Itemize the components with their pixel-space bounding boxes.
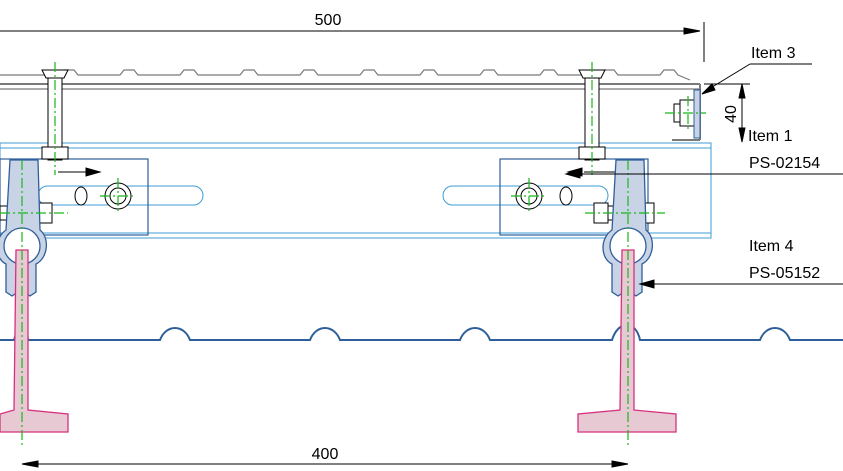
callout-item3-title: Item 3 [751, 45, 796, 62]
callout-item1-code: PS-02154 [749, 155, 820, 172]
dimension-arrow-icon [683, 27, 701, 35]
seam-clamps [0, 159, 653, 297]
dimension-400 [21, 460, 629, 468]
dimension-label-top: 500 [315, 12, 342, 29]
dimension-label-height: 40 [723, 105, 740, 123]
item3-bracket [693, 89, 701, 139]
callout-item4-title: Item 4 [749, 238, 794, 255]
centerline-cross-icon [0, 62, 706, 445]
clamp-plates [0, 158, 649, 236]
support-beams [0, 249, 677, 433]
dimension-40 [704, 83, 750, 143]
dimension-label-bottom: 400 [312, 446, 339, 463]
callout-item4-code: PS-05152 [749, 265, 820, 282]
dimension-500 [0, 22, 705, 62]
motion-arrows [58, 167, 620, 177]
callout-item1-title: Item 1 [748, 128, 793, 145]
roof-sheet [0, 324, 843, 341]
